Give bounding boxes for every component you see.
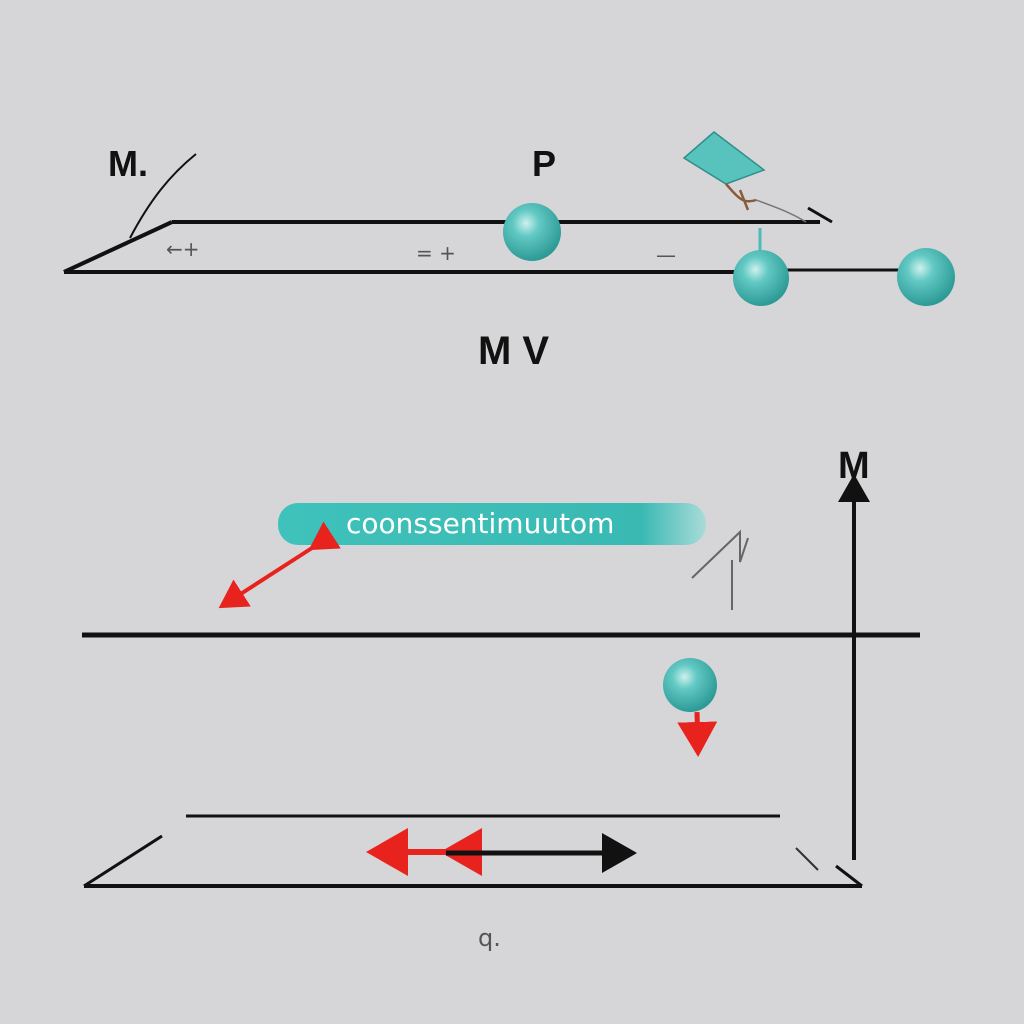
- tick-mark: [807, 206, 833, 224]
- curve-stroke: [129, 153, 197, 239]
- red-diagonal-arrow: [218, 521, 341, 609]
- plane-slant-edge: [63, 220, 173, 274]
- scribble-c: —: [656, 243, 676, 267]
- label-m-v: M V: [478, 329, 549, 373]
- label-p: P: [532, 143, 556, 184]
- ball-center: [733, 250, 789, 306]
- label-m-axis: M: [838, 445, 870, 487]
- ball-right: [897, 248, 955, 306]
- platform-right-edge: [835, 864, 863, 888]
- bottom-glyph: q.: [478, 924, 501, 952]
- zigzag-sketch: [691, 529, 749, 610]
- scribble-b: = +: [416, 241, 456, 265]
- ball-lower: [663, 658, 717, 712]
- label-m-top: M.: [108, 143, 148, 184]
- ball-p: [503, 203, 561, 261]
- pill-background: [278, 503, 706, 545]
- bottom-platform: [83, 814, 863, 888]
- kite-icon: [682, 131, 807, 223]
- scribble-a: ←+: [166, 237, 200, 261]
- platform-left-edge: [83, 834, 163, 888]
- concept-pill: coonssentimuutom: [278, 503, 706, 545]
- pill-label: coonssentimuutom: [346, 507, 614, 540]
- red-down-arrow: [677, 711, 718, 757]
- platform-tick: [795, 847, 819, 871]
